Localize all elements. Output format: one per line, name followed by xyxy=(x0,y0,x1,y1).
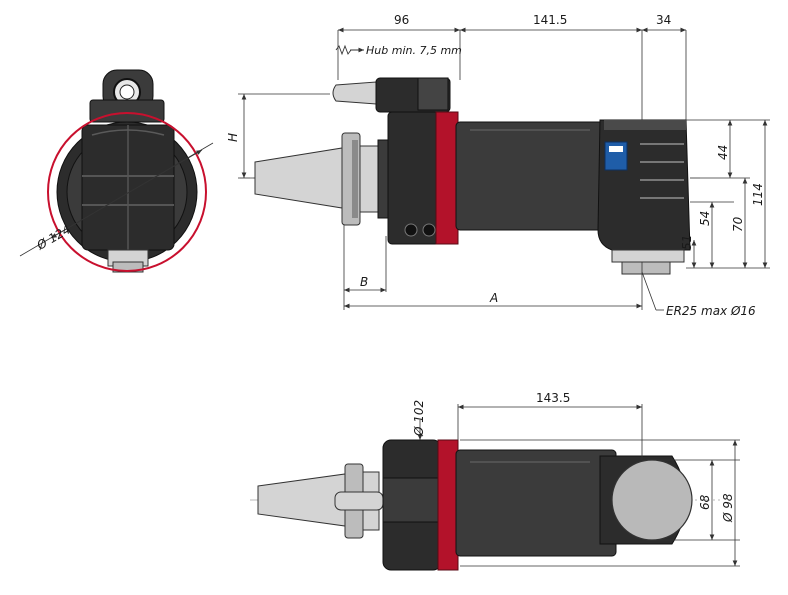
dim-143-5: 143.5 xyxy=(536,391,570,405)
collet-note: ER25 max Ø16 xyxy=(666,304,756,318)
dim-141-5: 141.5 xyxy=(533,13,567,27)
dim-b: B xyxy=(360,275,368,289)
dim-34: 34 xyxy=(656,13,671,27)
dim-54: 54 xyxy=(698,211,712,226)
end-diameter-label: Ø 124 xyxy=(34,222,73,253)
dim-68: 68 xyxy=(698,494,712,510)
dim-96: 96 xyxy=(394,13,409,27)
stroke-note: Hub min. 7,5 mm xyxy=(366,44,462,57)
dim-a: A xyxy=(489,291,498,305)
dim-114: 114 xyxy=(751,183,765,206)
end-view: Ø 124 xyxy=(19,69,214,273)
dim-70: 70 xyxy=(731,216,745,232)
side-view: 96 141.5 34 Hub min. 7,5 mm H B A 44 54 … xyxy=(226,13,770,318)
dim-51: 51 xyxy=(680,235,694,250)
dim-44: 44 xyxy=(716,145,730,160)
top-view: 143.5 Ø 102 68 Ø 98 xyxy=(250,391,740,571)
dim-d98: Ø 98 xyxy=(721,493,735,523)
dim-h: H xyxy=(226,133,240,142)
dim-d102: Ø 102 xyxy=(412,400,426,437)
